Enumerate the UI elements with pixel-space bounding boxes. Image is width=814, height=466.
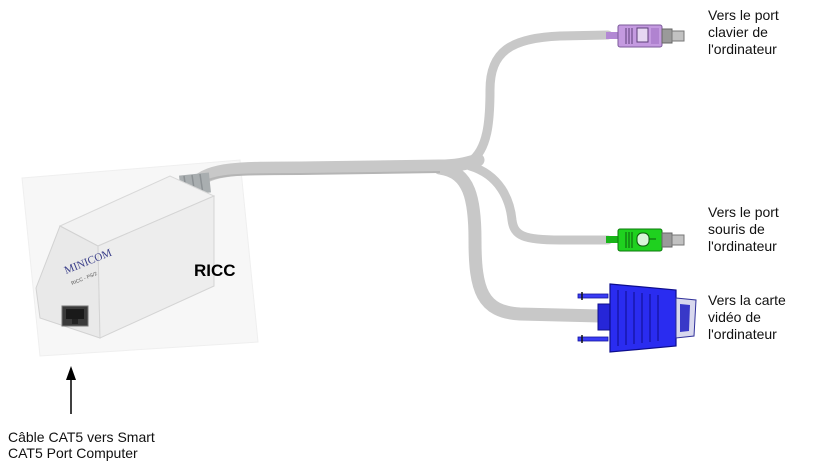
cable-bundle — [188, 30, 613, 323]
keyboard-label-line-3: l'ordinateur — [708, 41, 777, 57]
mouse-label-line-1: Vers le port — [708, 204, 779, 220]
keyboard-port-label: Vers le port clavier de l'ordinateur — [708, 7, 779, 58]
cat5-cable-label: Câble CAT5 vers Smart CAT5 Port Computer — [8, 429, 155, 461]
keyboard-label-line-2: clavier de — [708, 24, 768, 40]
keyboard-cable — [465, 30, 613, 167]
video-label-line-2: vidéo de — [708, 309, 761, 325]
cat5-label-line-1: Câble CAT5 vers Smart — [8, 429, 155, 445]
mouse-connector — [606, 228, 685, 252]
mouse-label-line-3: l'ordinateur — [708, 238, 777, 254]
mouse-cable — [465, 161, 613, 245]
device-name-label: RICC — [194, 261, 236, 280]
video-connector — [577, 283, 697, 353]
video-label-line-3: l'ordinateur — [708, 326, 777, 342]
cat5-label-line-2: CAT5 Port Computer — [8, 445, 138, 461]
device-side-face — [97, 195, 215, 339]
main-cable — [188, 153, 485, 191]
ricc-device: MINICOM RICC - PS/2 — [35, 175, 216, 339]
video-card-label: Vers la carte vidéo de l'ordinateur — [708, 292, 786, 343]
keyboard-label-line-1: Vers le port — [708, 7, 779, 23]
video-cable — [433, 161, 607, 323]
video-label-line-1: Vers la carte — [708, 292, 786, 308]
mouse-port-label: Vers le port souris de l'ordinateur — [708, 204, 779, 255]
keyboard-connector — [606, 24, 685, 48]
mouse-label-line-2: souris de — [708, 221, 765, 237]
cat5-arrow — [66, 366, 76, 414]
